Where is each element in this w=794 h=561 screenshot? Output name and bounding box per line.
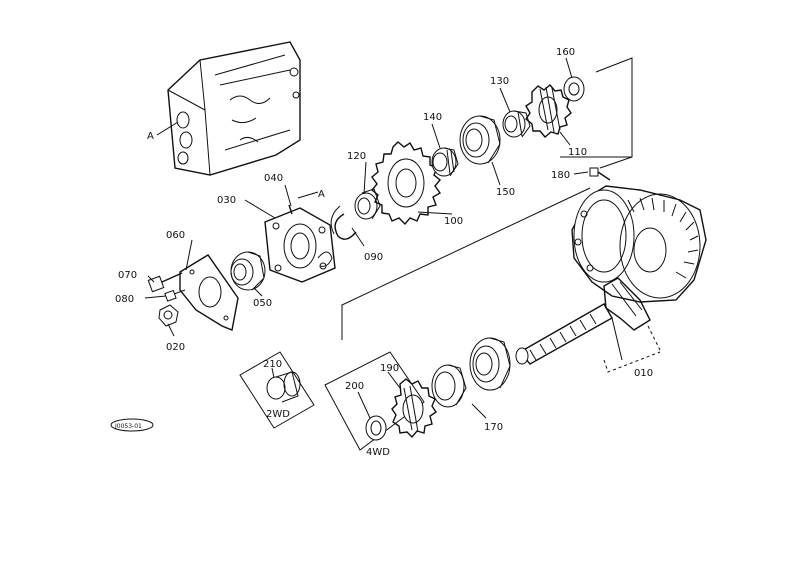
callout-090: 090 xyxy=(364,252,383,263)
callout-050: 050 xyxy=(253,298,272,309)
callout-120: 120 xyxy=(347,151,366,162)
ring-gear-assembly-010 xyxy=(571,185,707,303)
bolt-070 xyxy=(147,272,183,293)
callout-010: 010 xyxy=(634,368,653,379)
callout-020: 020 xyxy=(166,342,185,353)
callout-210: 210 xyxy=(263,359,282,370)
gear-collar-150 xyxy=(459,115,501,165)
callout-100: 100 xyxy=(444,216,463,227)
callout-200: 200 xyxy=(345,381,364,392)
stud-080 xyxy=(164,289,186,302)
callout-160: 160 xyxy=(556,47,575,58)
pin-040 xyxy=(288,204,293,215)
gear-190 xyxy=(391,378,437,439)
snap-ring-090 xyxy=(330,205,357,240)
collar-210 xyxy=(266,371,301,403)
needle-bearing-130 xyxy=(502,110,531,138)
callout-150: 150 xyxy=(496,187,515,198)
ref-a-flange: A xyxy=(318,189,325,200)
gear-100 xyxy=(371,141,442,226)
callout-080: 080 xyxy=(115,294,134,305)
callout-190: 190 xyxy=(380,363,399,374)
bolt-180 xyxy=(589,167,611,181)
callout-070: 070 xyxy=(118,270,137,281)
pinion-shaft xyxy=(515,277,651,365)
needle-bearing-140 xyxy=(431,147,459,177)
collar-120 xyxy=(354,188,381,220)
callout-110: 110 xyxy=(568,147,587,158)
callout-180: 180 xyxy=(551,170,570,181)
transmission-case xyxy=(167,41,301,176)
figure-code: J0053-01 xyxy=(114,423,142,430)
nut-020 xyxy=(158,304,179,327)
collar-200 xyxy=(365,415,387,441)
bearing-retainer-030 xyxy=(264,207,336,283)
figure-code-frame xyxy=(110,418,154,432)
gear-110 xyxy=(525,84,572,138)
label-4wd: 4WD xyxy=(366,447,390,458)
callout-040: 040 xyxy=(264,173,283,184)
gasket-060 xyxy=(179,254,239,331)
callout-030: 030 xyxy=(217,195,236,206)
bearing-170 xyxy=(431,337,511,408)
label-2wd: 2WD xyxy=(266,409,290,420)
thrust-washer-160 xyxy=(563,76,585,102)
callout-170: 170 xyxy=(484,422,503,433)
ref-a-case: A xyxy=(147,131,154,142)
callout-060: 060 xyxy=(166,230,185,241)
callout-140: 140 xyxy=(423,112,442,123)
bearing-050 xyxy=(230,251,266,291)
callout-130: 130 xyxy=(490,76,509,87)
